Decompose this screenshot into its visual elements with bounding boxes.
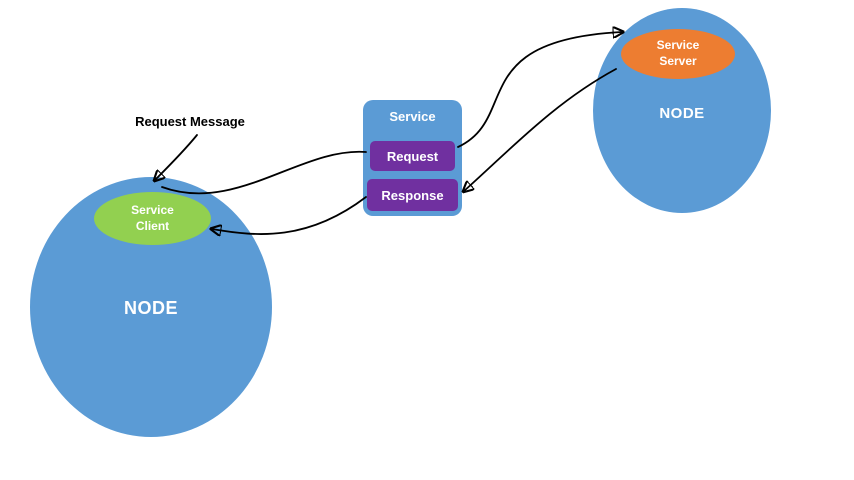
service-title: Service: [389, 109, 436, 124]
response-box: Response: [367, 179, 458, 211]
service-server-ellipse: Service Server: [621, 29, 735, 79]
request-box: Request: [370, 141, 455, 171]
request-message-label: Request Message: [135, 114, 245, 129]
service-box: Service Request Response: [363, 100, 462, 216]
right-node-label: NODE: [659, 105, 705, 122]
left-node-label: NODE: [123, 298, 178, 318]
service-client-ellipse: Service Client: [94, 192, 211, 245]
service-server-label: Service Server: [656, 38, 700, 68]
annotation-arrow: [155, 134, 198, 180]
server-to-response-arrow: [464, 68, 617, 191]
service-client-label: Service Client: [131, 202, 174, 233]
